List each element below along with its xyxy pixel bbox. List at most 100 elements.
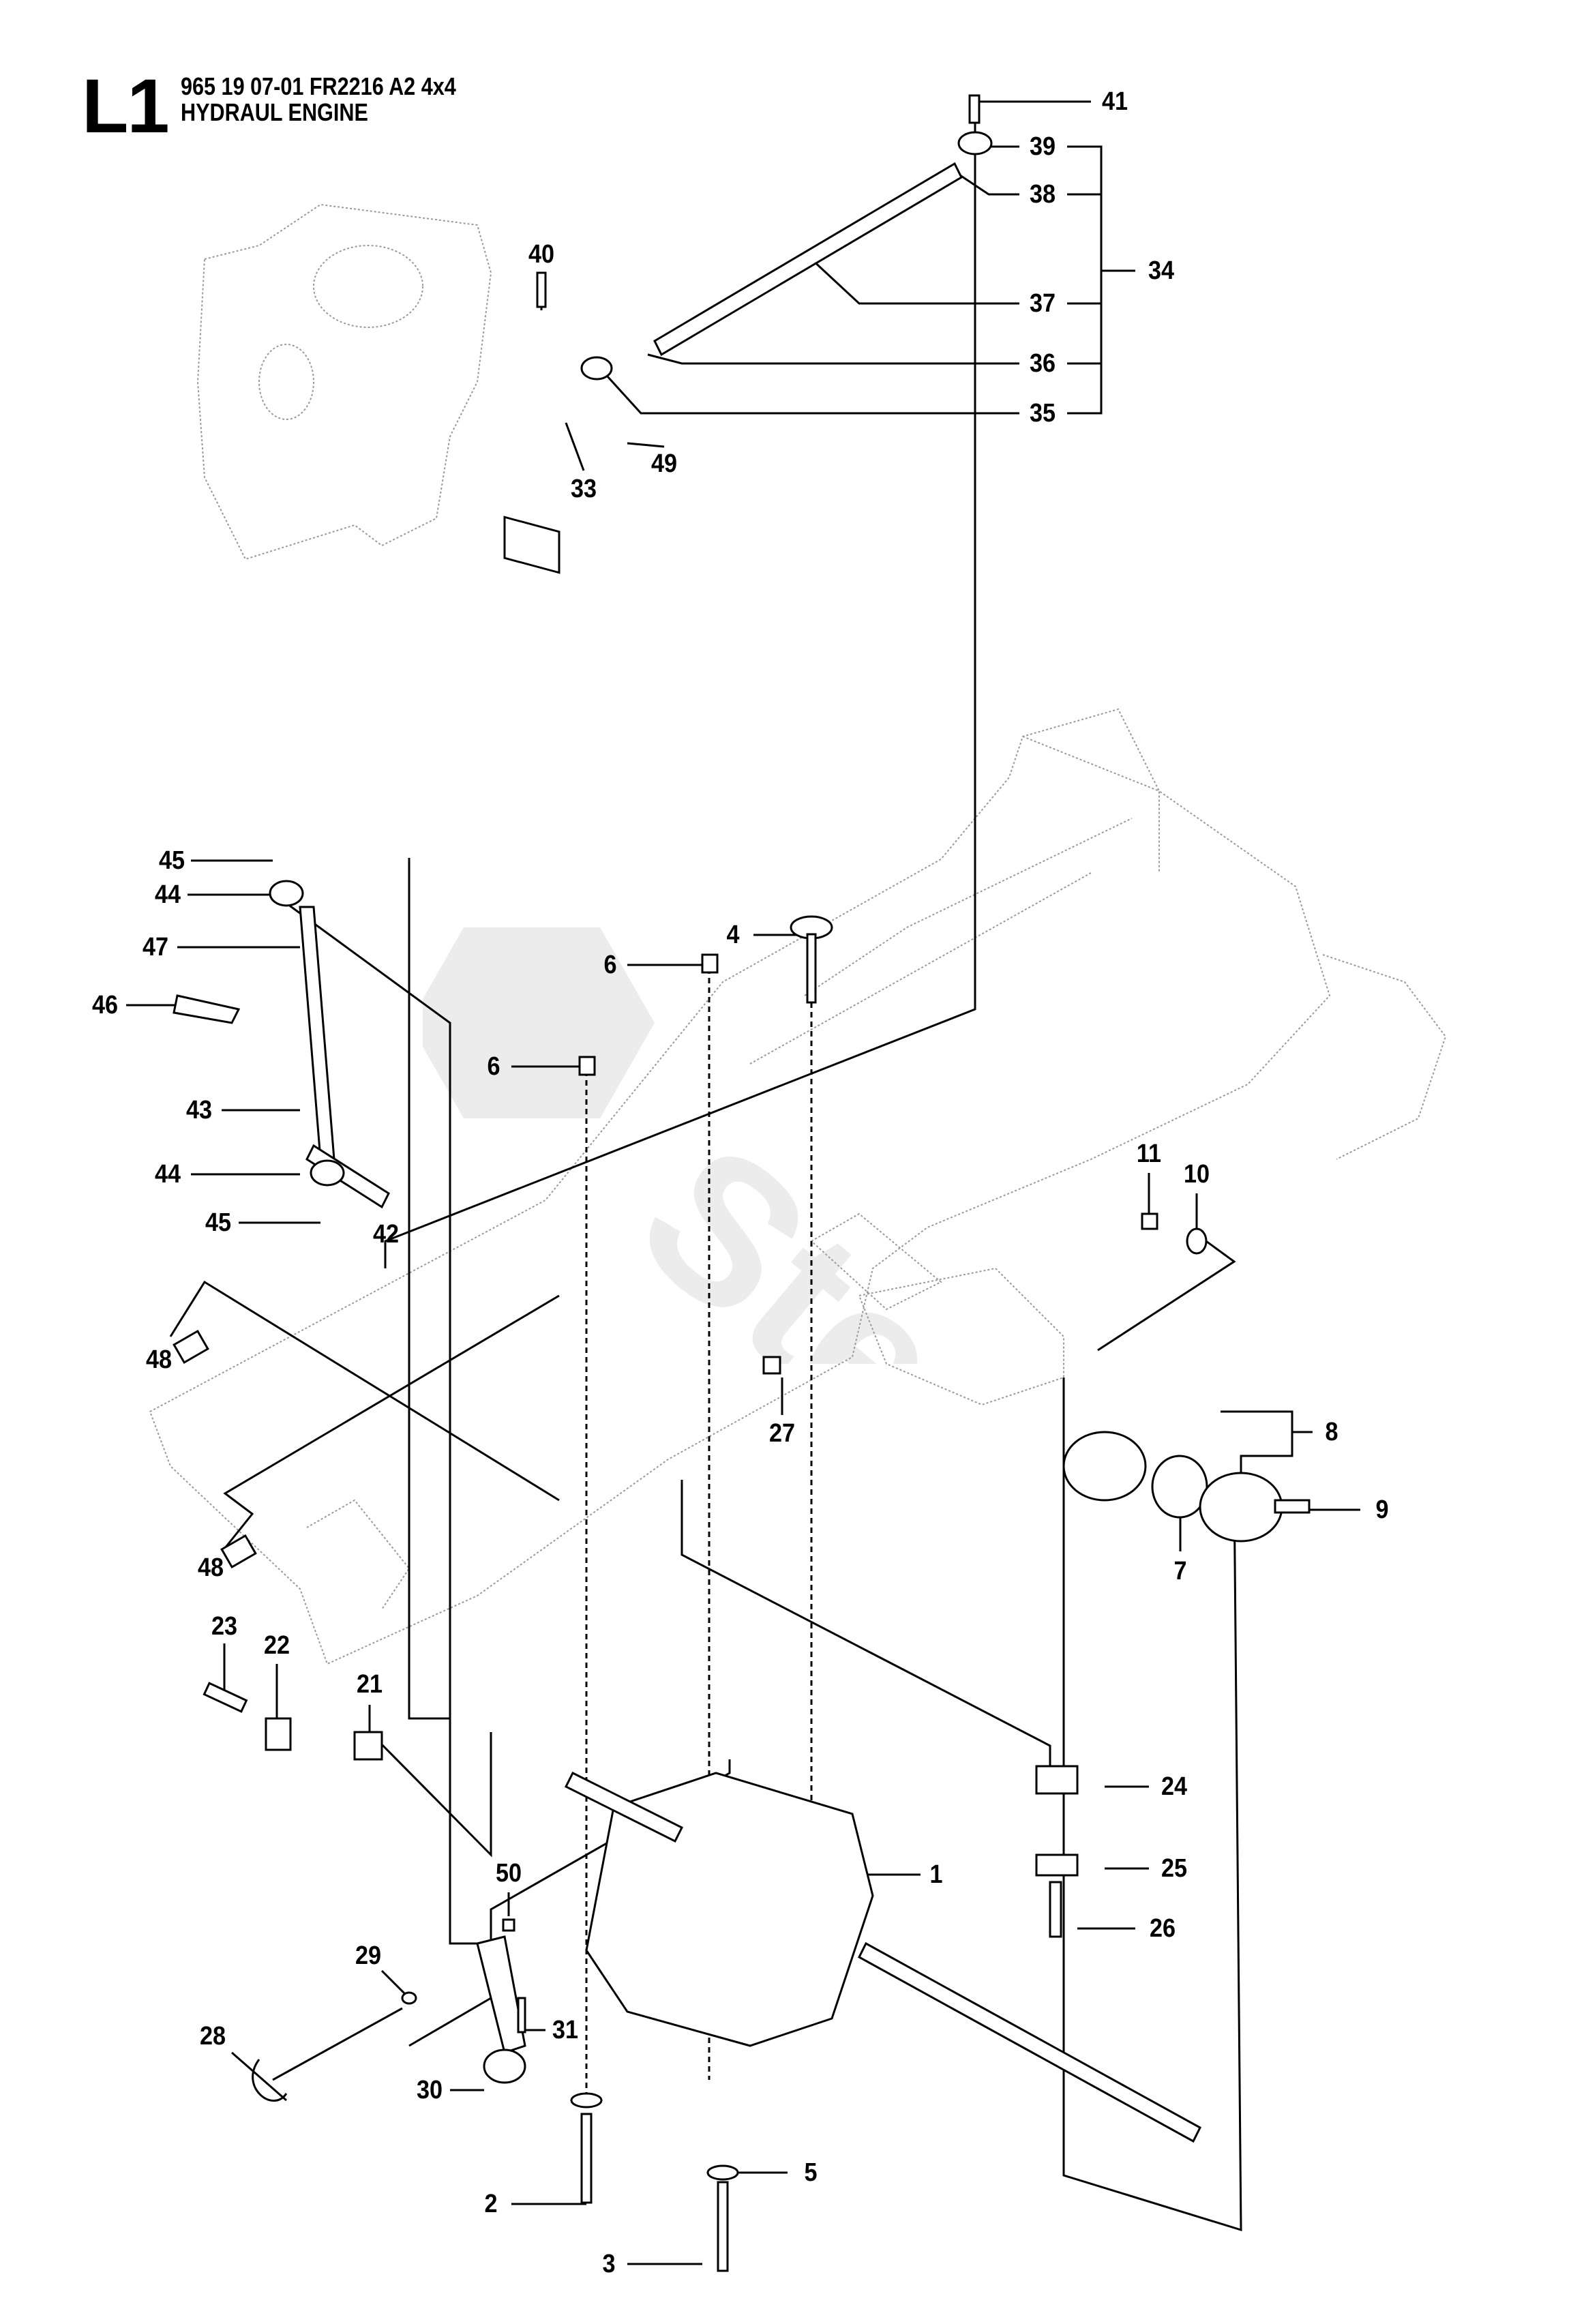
callout-44[interactable]: 44 bbox=[154, 880, 181, 909]
bracket-34 bbox=[1067, 145, 1135, 415]
leader-34-group bbox=[599, 145, 1019, 415]
callout-23[interactable]: 23 bbox=[211, 1612, 238, 1641]
callout-48[interactable]: 48 bbox=[197, 1553, 224, 1582]
callout-41[interactable]: 41 bbox=[1101, 87, 1128, 116]
callout-50[interactable]: 50 bbox=[495, 1859, 522, 1888]
callout-37[interactable]: 37 bbox=[1029, 289, 1056, 318]
part-44-rod-end-top bbox=[269, 880, 304, 907]
ghost-housing-bore bbox=[313, 245, 423, 328]
callout-25[interactable]: 25 bbox=[1161, 1854, 1188, 1883]
leader-43-47-group bbox=[126, 859, 320, 1224]
callout-5[interactable]: 5 bbox=[804, 2158, 818, 2187]
callout-39[interactable]: 39 bbox=[1029, 132, 1056, 161]
sheet-header: 965 19 07-01 FR2216 A2 4x4 HYDRAUL ENGIN… bbox=[181, 74, 456, 125]
part-30-lever bbox=[476, 1935, 526, 2054]
callout-34[interactable]: 34 bbox=[1148, 256, 1175, 285]
callout-4[interactable]: 4 bbox=[726, 921, 740, 949]
callout-48[interactable]: 48 bbox=[145, 1345, 173, 1374]
callout-11[interactable]: 11 bbox=[1136, 1139, 1162, 1168]
leader-clamp-24 bbox=[680, 1480, 1051, 1766]
callout-29[interactable]: 29 bbox=[355, 1941, 382, 1970]
callout-31[interactable]: 31 bbox=[552, 2016, 579, 2044]
part-41-bolt bbox=[968, 94, 981, 124]
ghost-frame-pivot bbox=[810, 1212, 942, 1311]
callout-21[interactable]: 21 bbox=[356, 1670, 383, 1699]
callout-1[interactable]: 1 bbox=[929, 1860, 943, 1889]
callout-30[interactable]: 30 bbox=[416, 2076, 443, 2104]
part-9-bolt bbox=[1274, 1499, 1311, 1514]
part-29-bushing bbox=[401, 1991, 417, 2005]
callout-45[interactable]: 45 bbox=[205, 1208, 232, 1237]
ghost-frame-parts bbox=[149, 203, 1447, 1665]
parts bbox=[173, 94, 1311, 2272]
callout-10[interactable]: 10 bbox=[1183, 1160, 1210, 1189]
callout-9[interactable]: 9 bbox=[1375, 1495, 1389, 1524]
callout-35[interactable]: 35 bbox=[1029, 399, 1056, 428]
callout-33[interactable]: 33 bbox=[570, 475, 597, 503]
callout-36[interactable]: 36 bbox=[1029, 349, 1056, 378]
callout-43[interactable]: 43 bbox=[185, 1096, 213, 1124]
part-26-bolt bbox=[1049, 1881, 1062, 1938]
part-1-input-shaft bbox=[564, 1771, 684, 1843]
callout-7[interactable]: 7 bbox=[1173, 1557, 1187, 1585]
part-1-transaxle bbox=[585, 1772, 874, 2047]
sheet-title: HYDRAUL ENGINE bbox=[181, 98, 368, 126]
callout-24[interactable]: 24 bbox=[1161, 1772, 1188, 1801]
callout-6[interactable]: 6 bbox=[603, 951, 617, 979]
leader-frame-bracket bbox=[408, 858, 450, 1720]
callout-3[interactable]: 3 bbox=[602, 2250, 616, 2278]
callout-22[interactable]: 22 bbox=[263, 1631, 290, 1660]
leader-control-rod bbox=[272, 892, 477, 1945]
ghost-foot-plate bbox=[306, 1499, 410, 1610]
ghost-chassis-frame bbox=[149, 708, 1331, 1665]
callout-42[interactable]: 42 bbox=[372, 1220, 400, 1249]
part-48-bolt bbox=[173, 1329, 209, 1365]
callout-2[interactable]: 2 bbox=[484, 2190, 498, 2218]
part-28-rod bbox=[252, 2007, 403, 2102]
ghost-gearbox-housing bbox=[196, 203, 492, 561]
part-6-nut-2 bbox=[578, 1056, 596, 1076]
callout-46[interactable]: 46 bbox=[91, 991, 119, 1019]
ghost-handle-bar bbox=[1322, 954, 1447, 1160]
part-5-washer bbox=[706, 2164, 739, 2181]
part-21-clamp bbox=[353, 1731, 383, 1761]
callout-28[interactable]: 28 bbox=[199, 2022, 226, 2051]
part-10-washer bbox=[1186, 1227, 1208, 1255]
part-33-bracket bbox=[503, 516, 560, 574]
part-25-plate bbox=[1035, 1853, 1079, 1877]
callout-47[interactable]: 47 bbox=[142, 933, 169, 962]
part-43-shaft bbox=[299, 906, 335, 1161]
part-27-clip bbox=[762, 1356, 781, 1375]
leader-lines bbox=[126, 100, 1360, 2265]
part-6-nut bbox=[701, 953, 719, 974]
callout-27[interactable]: 27 bbox=[768, 1419, 796, 1448]
callout-26[interactable]: 26 bbox=[1149, 1914, 1176, 1943]
callout-45[interactable]: 45 bbox=[158, 846, 185, 875]
ghost-axle-mount bbox=[858, 1267, 1064, 1406]
ghost-frame-rails bbox=[749, 818, 1133, 1064]
callout-49[interactable]: 49 bbox=[650, 449, 678, 478]
leader-2-31-50 bbox=[231, 1892, 788, 2265]
callout-6[interactable]: 6 bbox=[487, 1052, 500, 1081]
part-39-rod-end bbox=[957, 131, 993, 155]
part-23-bolt bbox=[203, 1682, 248, 1713]
part-44-rod-end-bottom bbox=[310, 1159, 345, 1187]
part-7-bearing bbox=[1151, 1455, 1208, 1519]
leader-7-8-9 bbox=[1179, 1410, 1360, 1551]
ghost-housing-boss bbox=[258, 344, 314, 420]
callout-40[interactable]: 40 bbox=[528, 240, 555, 269]
part-48-bolt-2 bbox=[220, 1534, 257, 1569]
part-46-rod-end bbox=[173, 994, 241, 1024]
part-8-flange-left bbox=[1062, 1431, 1147, 1502]
part-1-axle bbox=[858, 1941, 1201, 2143]
callout-38[interactable]: 38 bbox=[1029, 180, 1056, 209]
callout-44[interactable]: 44 bbox=[154, 1160, 181, 1189]
part-30-hub bbox=[483, 2049, 526, 2084]
leader-10-11 bbox=[1097, 1173, 1236, 1352]
part-11-nut bbox=[1141, 1212, 1158, 1230]
part-22-plate bbox=[265, 1717, 292, 1751]
leader-48 bbox=[169, 1280, 560, 1549]
callout-8[interactable]: 8 bbox=[1325, 1418, 1338, 1446]
